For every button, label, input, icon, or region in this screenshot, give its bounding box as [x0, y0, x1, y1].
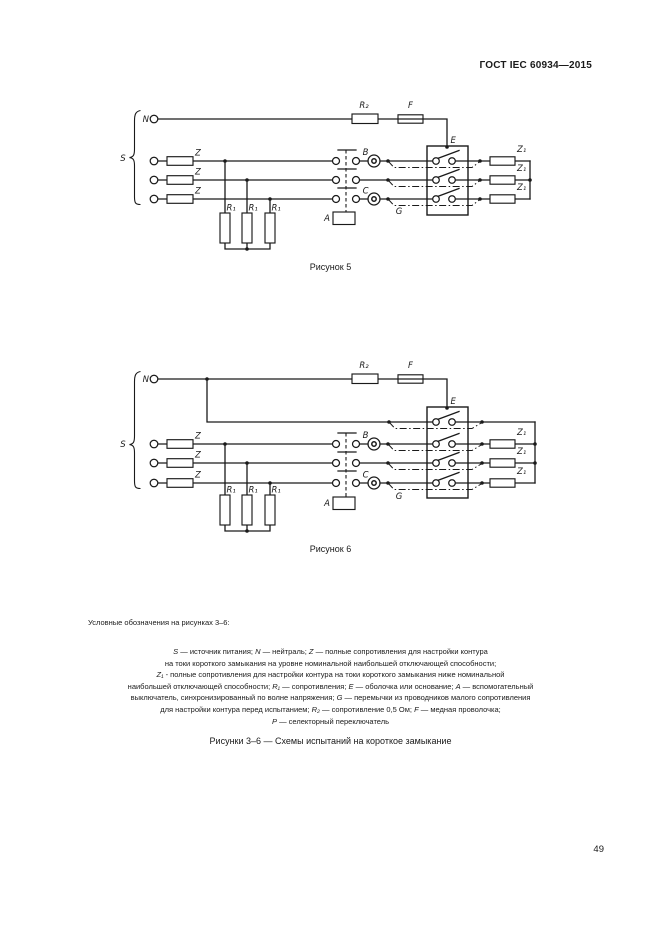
fig5-measure-points — [367, 154, 381, 206]
fig6-jumper-lines — [387, 421, 483, 490]
figure6-schematic: N S Z Z Z R₂ F E B C A G R₁ R₁ R₁ Z₁ Z₁ … — [120, 361, 537, 533]
fig6-label-n: N — [143, 375, 150, 385]
legend-line: S — источник питания; N — нейтраль; Z — … — [173, 647, 488, 656]
fig5-label-z1-1: Z₁ — [516, 145, 526, 155]
fig5-label-z-2: Z — [194, 168, 201, 178]
legend-block: S — источник питания; N — нейтраль; Z — … — [45, 646, 616, 727]
fig5-label-s: S — [120, 154, 126, 164]
fig6-label-f: F — [408, 361, 413, 371]
fig5-label-z1-3: Z₁ — [516, 183, 526, 193]
fig6-measure-points — [367, 437, 381, 490]
fig5-label-z-1: Z — [194, 149, 201, 159]
fig5-resistors — [166, 113, 516, 244]
fig5-jumper-lines — [387, 160, 481, 206]
page-number: 49 — [593, 844, 604, 855]
figure6-caption: Рисунок 6 — [309, 544, 352, 554]
fig5-label-z1-2: Z₁ — [516, 164, 526, 174]
fig5-label-r2: R₂ — [359, 101, 369, 111]
figure5-schematic: N S Z Z Z R₂ F E B C A G R₁ R₁ R₁ Z₁ Z₁ … — [120, 101, 532, 251]
fig5-label-e: E — [451, 136, 457, 146]
fig6-label-c: C — [363, 471, 369, 481]
fig6-label-z-3: Z — [194, 471, 201, 481]
fig6-label-r2: R₂ — [359, 361, 369, 371]
figures-group-title: Рисунки 3–6 — Схемы испытаний на коротко… — [209, 736, 452, 746]
legend-line: выключатель, синхронизированный по волне… — [130, 693, 531, 703]
fig6-label-e: E — [451, 397, 457, 407]
legend-line: P — селекторный переключатель — [271, 716, 389, 726]
legend-line: для настройки контура перед испытанием; … — [160, 704, 501, 714]
fig5-terminals — [149, 114, 456, 204]
fig6-label-a: A — [323, 499, 330, 509]
figure5-caption: Рисунок 5 — [309, 262, 352, 272]
legend-intro: Условные обозначения на рисунках 3–6: — [88, 618, 230, 627]
fig6-label-s: S — [120, 440, 126, 450]
fig6-label-b: B — [363, 431, 369, 441]
fig5-label-z-3: Z — [194, 187, 201, 197]
fig5-junction-dots — [223, 145, 532, 251]
fig5-label-r1-3: R₁ — [272, 204, 281, 214]
fig6-resistors — [166, 373, 516, 526]
legend-line: Z₁ - полные сопротивления для настройки … — [156, 670, 505, 680]
document-header: ГОСТ IEC 60934—2015 — [479, 60, 592, 71]
fig6-junction-dots — [205, 377, 537, 533]
fig6-label-z1-1: Z₁ — [516, 428, 526, 438]
legend-line: наибольшей отключающей способности; R₁ —… — [127, 681, 534, 691]
fig6-label-z1-2: Z₁ — [516, 447, 526, 457]
fig6-label-z1-3: Z₁ — [516, 467, 526, 477]
fig6-source-brace — [129, 370, 141, 490]
fig5-label-r1-2: R₁ — [249, 204, 258, 214]
fig6-label-z-2: Z — [194, 451, 201, 461]
fig5-source-brace — [129, 109, 141, 206]
fig6-terminals — [149, 374, 456, 488]
fig6-label-r1-2: R₁ — [249, 486, 258, 496]
fig5-label-f: F — [408, 101, 413, 111]
fig6-wires — [157, 378, 536, 532]
fig5-label-c: C — [363, 187, 369, 197]
fig6-label-g: G — [396, 492, 403, 502]
fig5-label-n: N — [143, 115, 150, 125]
fig6-label-z-1: Z — [194, 432, 201, 442]
legend-line: на токи короткого замыкания на уровне но… — [164, 658, 497, 668]
fig5-label-b: B — [363, 148, 369, 158]
fig5-label-a: A — [323, 214, 330, 224]
fig5-label-g: G — [396, 207, 403, 217]
fig5-label-r1-1: R₁ — [227, 204, 236, 214]
fig6-label-r1-1: R₁ — [227, 486, 236, 496]
fig5-wires — [157, 118, 531, 250]
fig6-label-r1-3: R₁ — [272, 486, 281, 496]
